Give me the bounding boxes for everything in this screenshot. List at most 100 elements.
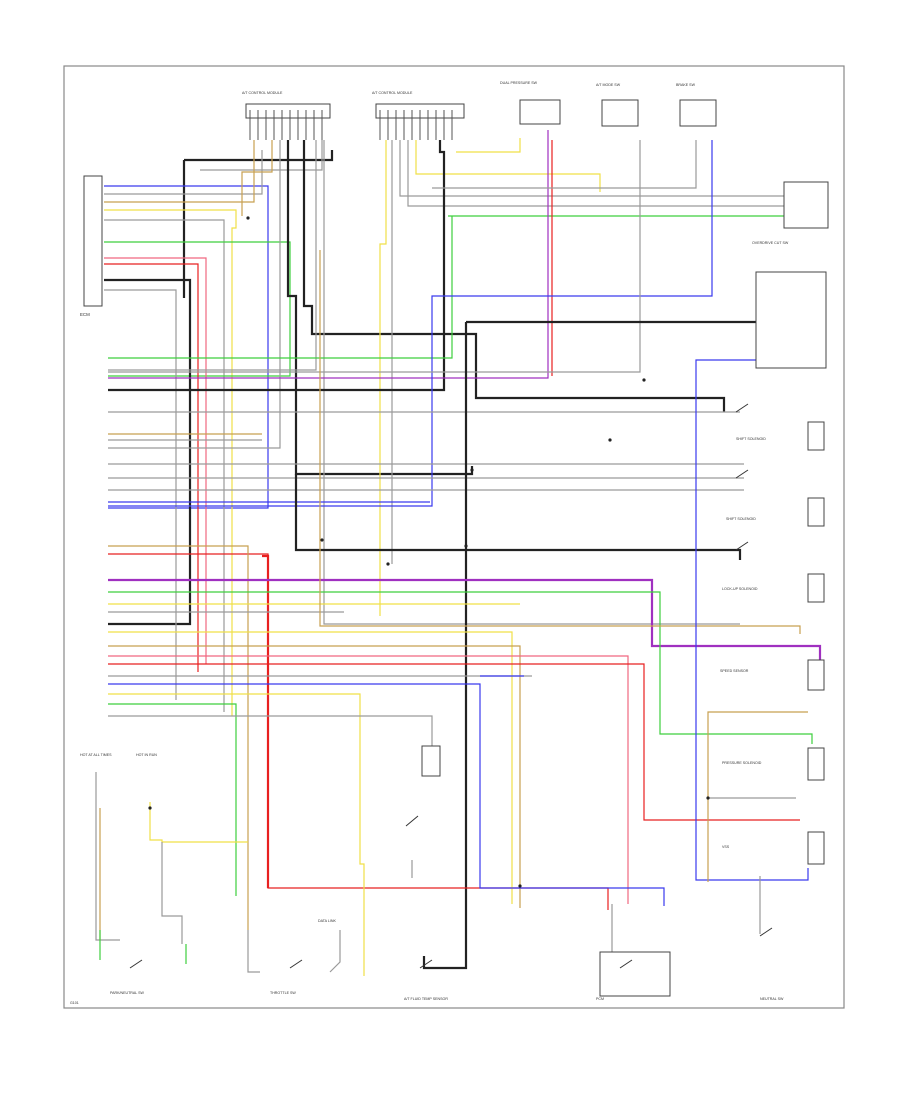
wire-gry: [104, 219, 225, 712]
top-component-5-box: [679, 99, 717, 127]
wire-junction: [518, 884, 522, 888]
wire-blk: [302, 140, 726, 412]
bottom-5-label: PCM: [596, 997, 604, 1001]
top-component-3-box: [519, 99, 561, 125]
wire-junction: [706, 796, 710, 800]
right-comp-4-label: LOCK-UP SOLENOID: [722, 587, 758, 591]
wire-yel: [415, 140, 601, 192]
pcm-relay-box: [599, 951, 671, 997]
wire-yel: [108, 693, 365, 976]
component-layer: [83, 99, 829, 997]
wire-gry: [399, 140, 800, 197]
wire-grn: [108, 591, 813, 744]
switch-contact: [419, 959, 433, 969]
wire-tan: [104, 140, 255, 203]
wire-junction: [246, 216, 250, 220]
wire-junction: [608, 438, 612, 442]
wire-junction: [386, 562, 390, 566]
wire-vio: [108, 578, 822, 660]
lockup-solenoid-box: [807, 573, 825, 603]
wire-yel: [456, 138, 521, 153]
wire-junction: [320, 538, 324, 542]
wire-gry: [200, 140, 323, 171]
overdrive-cut-switch-box: [783, 181, 829, 229]
top-component-3-label: DUAL PRESSURE SW: [500, 81, 538, 85]
wire-blu: [695, 359, 809, 881]
bottom-6-label: NEUTRAL SW: [760, 997, 784, 1001]
top-component-4-label: A/T MODE SW: [596, 83, 621, 87]
wire-gry: [108, 140, 641, 373]
main-relay-box: [421, 745, 441, 777]
top-connector-2-label: A/T CONTROL MODULE: [372, 91, 413, 95]
switch-contact: [759, 927, 773, 937]
switch-contact: [735, 403, 749, 413]
bottom-1-label: PARK/NEUTRAL SW: [110, 991, 145, 995]
ground-label: G101: [70, 1001, 79, 1005]
wire-pnk: [108, 655, 629, 904]
wire-junction: [148, 806, 152, 810]
wire-blu: [108, 140, 713, 507]
diagram-frame: [63, 65, 845, 1009]
speed-sensor-box: [807, 659, 825, 691]
wire-yel: [379, 140, 387, 616]
wire-gry: [104, 150, 263, 195]
wire-gry: [95, 772, 120, 941]
wire-red: [262, 554, 270, 888]
wire-yel: [149, 802, 248, 843]
wire-red: [108, 553, 609, 910]
ecm-connector-strip-box: [83, 175, 103, 307]
wire-gry: [329, 930, 341, 973]
ecm-label: ECM: [80, 312, 90, 317]
bottom-4-label: A/T FLUID TEMP SENSOR: [404, 997, 448, 1001]
wire-tan: [108, 645, 521, 908]
pressure-solenoid-box: [807, 747, 825, 781]
wire-red: [104, 263, 199, 672]
wire-gry: [323, 140, 740, 625]
wire-gry: [407, 140, 800, 207]
wire-gry: [104, 289, 177, 700]
wire-junction: [464, 544, 468, 548]
wire-grn: [104, 241, 291, 377]
wire-blk: [286, 140, 474, 476]
top-connector-1-box: [245, 103, 331, 119]
wire-tan: [241, 140, 273, 216]
wire-gry: [161, 842, 183, 944]
wire-tan: [707, 711, 808, 882]
right-comp-6-label: PRESSURE SOLENOID: [722, 761, 762, 765]
label-layer: A/T CONTROL MODULE A/T CONTROL MODULE DU…: [70, 81, 789, 1005]
top-component-4-box: [601, 99, 639, 127]
wire-gry: [108, 140, 281, 449]
fuse-2-label: HOT IN RUN: [136, 753, 157, 757]
wire-grn: [108, 216, 453, 359]
bottom-3-label: DATA LINK: [318, 919, 336, 923]
wire-blk: [108, 140, 446, 392]
wire-gry: [247, 930, 260, 973]
wire-blk: [184, 150, 334, 162]
wire-junction: [642, 378, 646, 382]
wire-vio: [108, 130, 549, 379]
wire-yel: [104, 209, 237, 716]
wire-gry: [432, 140, 697, 189]
vss-box: [807, 831, 825, 865]
right-comp-3-label: SHIFT SOLENOID: [726, 517, 756, 521]
wire-junction: [470, 468, 474, 472]
wire-blk: [466, 320, 762, 340]
top-connector-1-label: A/T CONTROL MODULE: [242, 91, 283, 95]
wire-blk: [294, 474, 742, 560]
switch-contact: [735, 541, 749, 551]
top-component-5-label: BRAKE SW: [676, 83, 696, 87]
wire-blu: [108, 683, 665, 906]
fuse-1-label: HOT AT ALL TIMES: [80, 753, 112, 757]
wire-grn: [108, 703, 237, 896]
wire-layer: [95, 130, 822, 976]
wire-red: [108, 663, 800, 821]
switch-contact: [405, 815, 419, 827]
bottom-2-label: THROTTLE SW: [270, 991, 296, 995]
shift-solenoid-2-box: [807, 497, 825, 527]
switch-contact: [129, 959, 143, 969]
switch-contact: [289, 959, 303, 969]
wire-blk: [422, 322, 468, 970]
wire-pnk: [104, 257, 207, 664]
right-comp-5-label: SPEED SENSOR: [720, 669, 749, 673]
